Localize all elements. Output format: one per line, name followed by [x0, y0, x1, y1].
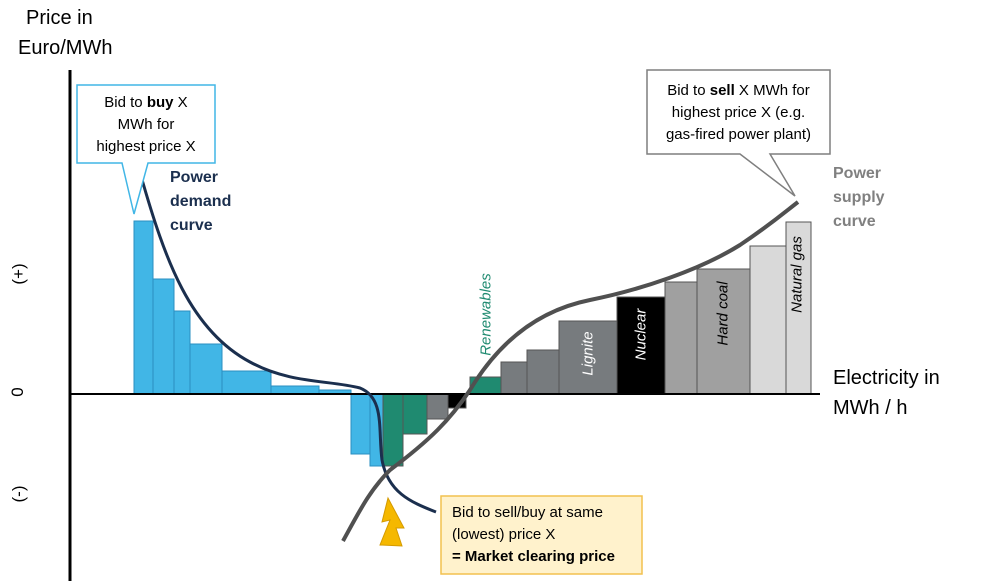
demand-bar: [152, 278, 175, 395]
lignite-bar: [526, 349, 560, 395]
lignite-bar: [500, 361, 528, 395]
renewables-label: Renewables: [477, 273, 495, 356]
supply-curve: [341, 200, 800, 542]
demand-bar: [270, 385, 320, 395]
demand-bar: [350, 393, 371, 455]
lignite-bar: [558, 320, 618, 395]
y-axis-title-line1: Price in: [26, 7, 93, 29]
supply-bar: [402, 393, 428, 435]
demand-bar: [173, 310, 191, 395]
x-axis-title-line1: Electricity in: [833, 367, 940, 389]
y-negative-label: (-): [9, 485, 28, 503]
positive-supply-bars: [469, 221, 812, 395]
nuclear-label: Nuclear: [632, 308, 650, 361]
lignite-label: Lignite: [579, 331, 597, 376]
negative-supply-bars: [382, 393, 467, 467]
natural-gas-label: Natural gas: [788, 236, 806, 313]
y-zero-label: 0: [8, 387, 27, 397]
demand-bar: [189, 343, 223, 395]
hard-coal-bar: [696, 268, 751, 395]
natural-gas-bar: [749, 245, 787, 395]
natural-gas-bar: [785, 221, 812, 395]
supply-bar: [426, 393, 449, 420]
x-axis-title-line2: MWh / h: [833, 397, 908, 419]
buy-callout: Bid to buy X MWh for highest price X: [78, 92, 214, 158]
clearing-callout-box: [440, 495, 643, 575]
y-axis-title-line2: Euro/MWh: [18, 37, 113, 59]
supply-curve-label: Power supply curve: [833, 165, 885, 230]
nuclear-bar: [616, 296, 666, 395]
supply-bar: [382, 393, 404, 467]
demand-curve-label: Power demand curve: [170, 169, 232, 234]
hard-coal-label: Hard coal: [714, 281, 732, 346]
clearing-callout: Bid to sell/buy at same (lowest) price X…: [452, 504, 615, 565]
sell-callout: Bid to sell X MWh for highest price X (e…: [648, 80, 829, 146]
demand-bars: [133, 220, 384, 467]
demand-bar: [133, 220, 154, 395]
y-positive-label: (+): [9, 263, 28, 285]
lightning-icon: [379, 496, 405, 547]
hard-coal-bar: [664, 281, 698, 395]
demand-bar: [221, 370, 272, 395]
